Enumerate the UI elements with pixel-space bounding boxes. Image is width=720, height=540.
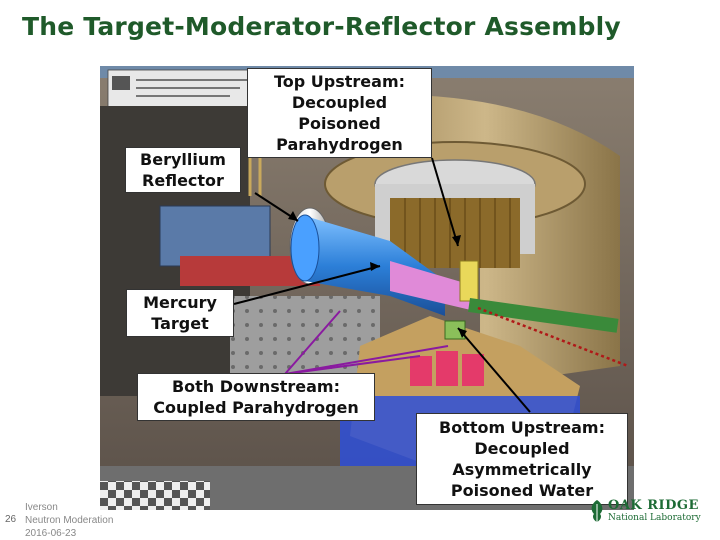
footer-date: 2016-06-23 <box>25 528 77 539</box>
inset-thumb <box>112 76 130 90</box>
checker-floor <box>100 481 210 510</box>
top-upstream-label: Top Upstream: Decoupled Poisoned Parahyd… <box>247 68 432 158</box>
downstream-moderators <box>410 351 484 386</box>
footer-author: Iverson <box>25 502 58 513</box>
target-nose-pink <box>390 261 475 311</box>
arrow-heads <box>288 211 467 338</box>
target-end-cap <box>290 214 320 282</box>
inset-window <box>107 69 259 111</box>
page-number: 26 <box>5 514 17 525</box>
arrow-mercury <box>233 265 381 305</box>
downstream-arrows <box>284 310 449 375</box>
bottom-upstream-label: Bottom Upstream: Decoupled Asymmetricall… <box>416 413 628 505</box>
oak-ridge-logo: OAK RIDGE National Laboratory <box>588 498 701 526</box>
oak-leaf-icon <box>591 500 603 523</box>
arrow-top <box>431 157 459 247</box>
logo-line2: National Laboratory <box>608 513 701 523</box>
footer-topic: Neutron Moderation <box>25 515 114 526</box>
beryllium-reflector-label: Beryllium Reflector <box>125 147 241 193</box>
footer-text: Iverson Neutron Moderation 2016-06-23 <box>25 501 113 540</box>
beam-tube-green <box>468 297 619 333</box>
arrow-bottom <box>457 327 531 413</box>
bottom-moderator <box>444 320 466 340</box>
both-downstream-label: Both Downstream: Coupled Parahydrogen <box>137 373 375 421</box>
slide-title: The Target-Moderator-Reflector Assembly <box>22 12 621 41</box>
logo-line1: OAK RIDGE <box>608 498 699 513</box>
top-moderator-yellow <box>459 260 479 302</box>
dotted-beamline <box>477 306 629 368</box>
mercury-target-label: Mercury Target <box>126 289 234 337</box>
